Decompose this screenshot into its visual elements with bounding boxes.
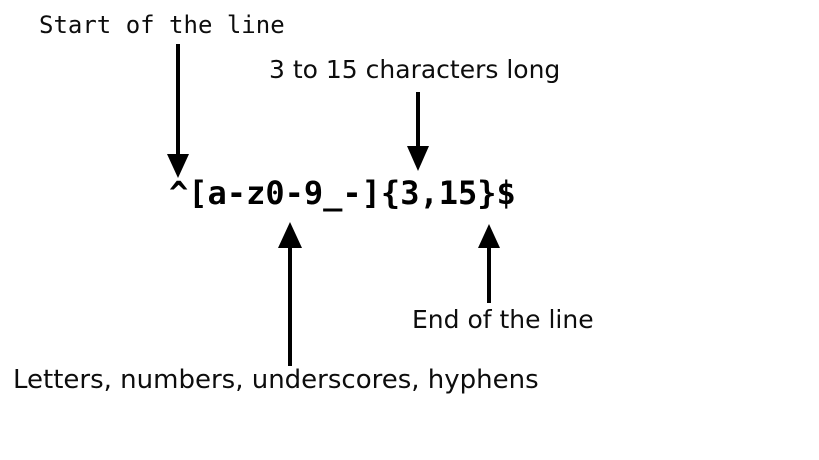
up-arrow-charset [278,222,302,366]
clipped-glyph-fragment: : [0,372,4,396]
label-end-of-line: End of the line [412,305,594,334]
clipped-glyph-text: : [0,372,1,396]
regex-expression: ^[a-z0-9_-]{3,15}$ [169,174,516,212]
label-character-set: Letters, numbers, underscores, hyphens [13,365,539,395]
label-length: 3 to 15 characters long [269,55,561,84]
up-arrow-end [478,224,500,303]
label-start-of-line: Start of the line [39,11,285,39]
down-arrow-start [167,44,189,178]
down-arrow-length [407,92,429,171]
